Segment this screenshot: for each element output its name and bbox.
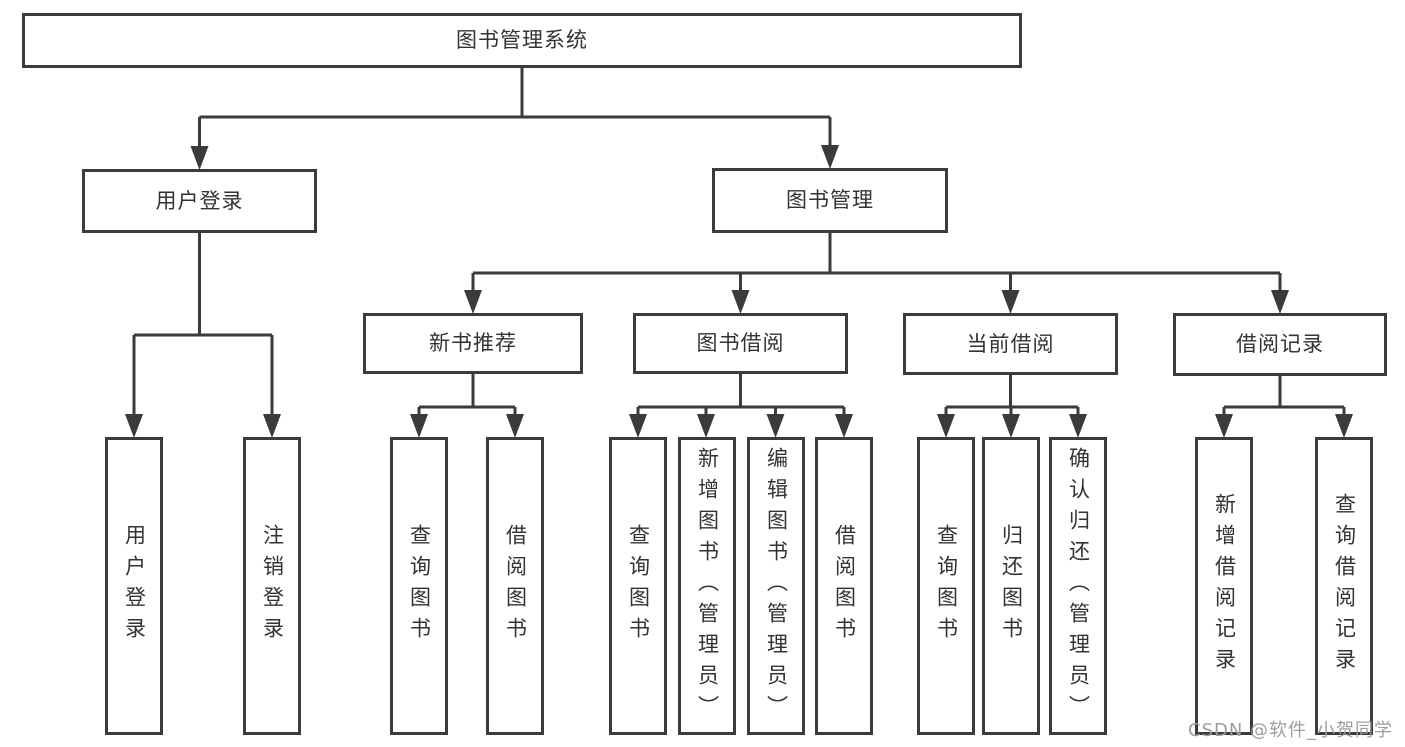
tree-edges — [132, 68, 1346, 418]
leaf-query-borrow-record-label: 查询借阅记录 — [1332, 493, 1357, 679]
node-book-borrow: 图书借阅 — [633, 313, 848, 374]
node-borrow-records: 借阅记录 — [1173, 313, 1387, 376]
node-book-management: 图书管理 — [712, 168, 948, 233]
leaf-user-login-label: 用户登录 — [122, 524, 147, 648]
leaf-borrow-query-book-label: 查询图书 — [626, 524, 651, 648]
node-borrow-records-label: 借阅记录 — [1236, 332, 1324, 356]
leaf-confirm-return-admin-label: 确认归还（管理员） — [1066, 446, 1091, 726]
leaf-add-borrow-record: 新增借阅记录 — [1195, 437, 1253, 735]
leaf-logout-label: 注销登录 — [260, 524, 285, 648]
leaf-borrow-query-book: 查询图书 — [609, 437, 667, 735]
csdn-watermark: CSDN @软件_小贺同学 — [1188, 720, 1394, 741]
node-current-borrow: 当前借阅 — [903, 313, 1118, 375]
leaf-recommend-borrow-book-label: 借阅图书 — [503, 524, 528, 648]
leaf-current-query-book: 查询图书 — [917, 437, 975, 735]
node-root: 图书管理系统 — [22, 13, 1022, 68]
leaf-logout: 注销登录 — [243, 437, 301, 735]
leaf-current-query-book-label: 查询图书 — [934, 524, 959, 648]
leaf-recommend-borrow-book: 借阅图书 — [486, 437, 544, 735]
leaf-return-book: 归还图书 — [982, 437, 1040, 735]
node-new-book-recommend-label: 新书推荐 — [429, 331, 517, 355]
leaf-borrow-book-label: 借阅图书 — [832, 524, 857, 648]
node-user-login: 用户登录 — [82, 169, 317, 233]
node-current-borrow-label: 当前借阅 — [966, 331, 1055, 356]
leaf-recommend-query-book-label: 查询图书 — [407, 524, 432, 648]
leaf-edit-book-admin: 编辑图书（管理员） — [747, 437, 805, 735]
node-book-management-label: 图书管理 — [786, 188, 874, 212]
node-new-book-recommend: 新书推荐 — [363, 313, 583, 374]
leaf-edit-book-admin-label: 编辑图书（管理员） — [764, 446, 789, 726]
leaf-query-borrow-record: 查询借阅记录 — [1315, 437, 1373, 735]
leaf-confirm-return-admin: 确认归还（管理员） — [1049, 437, 1107, 735]
leaf-borrow-book: 借阅图书 — [815, 437, 873, 735]
leaf-add-book-admin-label: 新增图书（管理员） — [695, 446, 720, 726]
leaf-return-book-label: 归还图书 — [999, 524, 1024, 648]
leaf-add-book-admin: 新增图书（管理员） — [678, 437, 736, 735]
leaf-add-borrow-record-label: 新增借阅记录 — [1212, 493, 1237, 679]
leaf-recommend-query-book: 查询图书 — [390, 437, 448, 735]
node-book-borrow-label: 图书借阅 — [696, 331, 785, 355]
node-root-label: 图书管理系统 — [456, 28, 588, 52]
leaf-user-login: 用户登录 — [105, 437, 163, 735]
node-user-login-label: 用户登录 — [155, 188, 244, 213]
